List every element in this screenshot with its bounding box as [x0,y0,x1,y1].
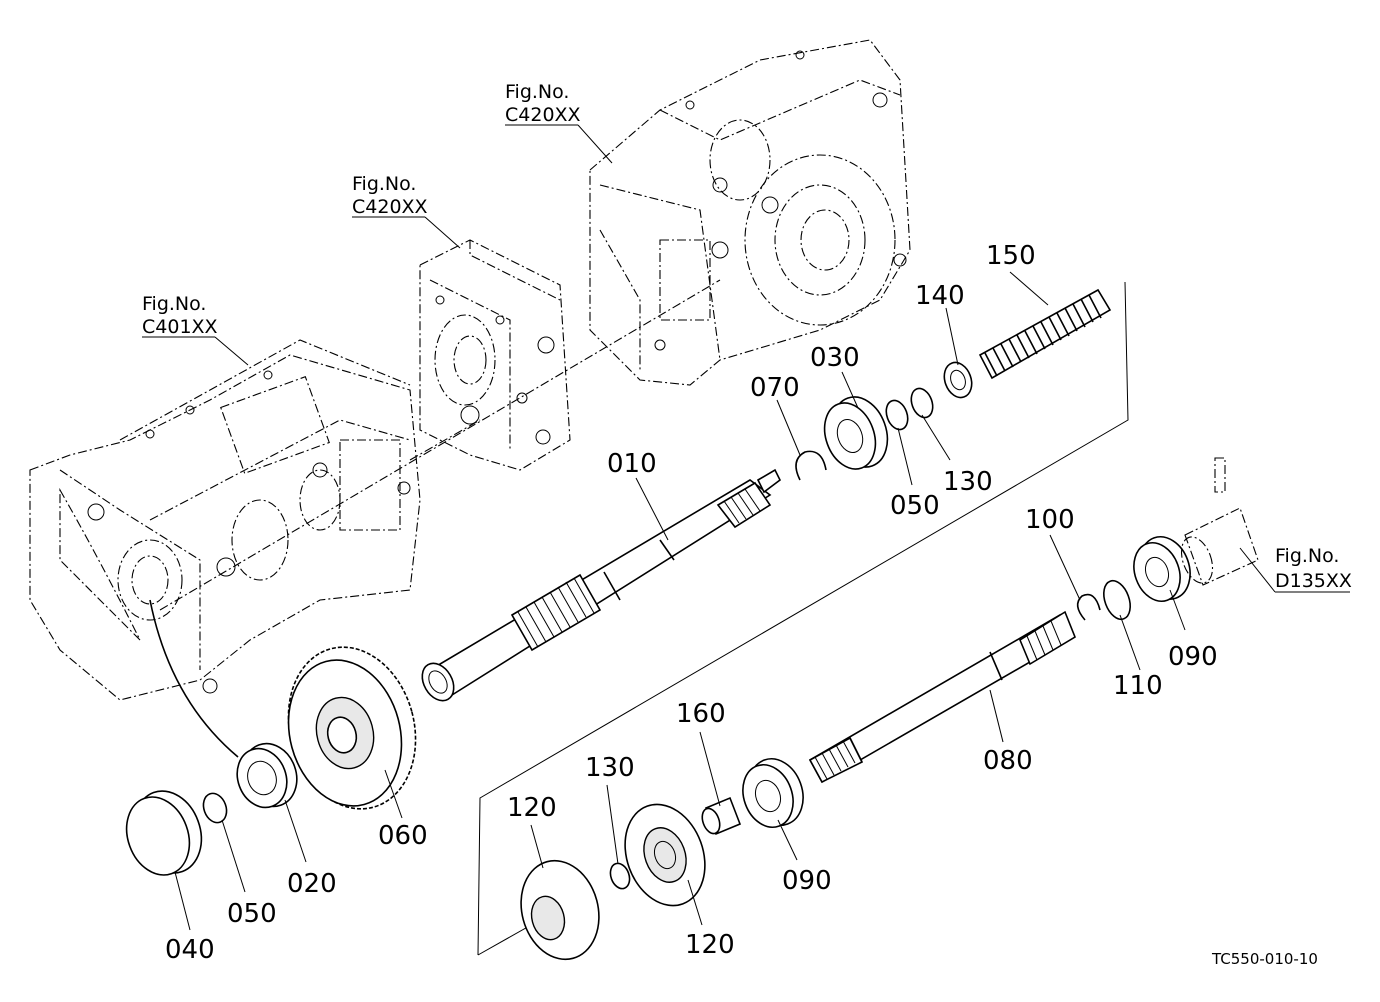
bearing-020 [236,742,298,809]
snap-ring-130-upper [910,387,934,419]
part-label-130-upper: 130 [943,467,993,497]
part-label-130-lower: 130 [585,753,635,783]
housing-c420-transmission-case [589,39,911,386]
figure-ref-c420-middle: Fig.No. C420XX [352,173,428,218]
part-label-050-upper: 050 [890,491,940,521]
snap-ring-050-upper [885,399,909,431]
part-label-060: 060 [378,821,428,851]
figure-ref-code: C420XX [352,196,428,218]
housing-c401-clutch-case [29,339,421,701]
part-label-090-upper: 090 [1168,642,1218,672]
figure-ref-title: Fig.No. [1275,545,1339,567]
drawing-code: TC550-010-10 [1211,950,1318,968]
snap-ring-050-lower [202,792,228,824]
figure-ref-title: Fig.No. [352,173,416,195]
part-label-160: 160 [676,699,726,729]
cap-040 [125,790,203,876]
part-label-100: 100 [1025,505,1075,535]
spring-150 [978,288,1112,380]
part-label-150: 150 [986,241,1036,271]
collar-140 [943,361,973,399]
part-label-120-left: 120 [507,793,557,823]
part-label-030: 030 [810,343,860,373]
part-label-040: 040 [165,935,215,965]
part-labels: 150 140 030 070 130 010 050 100 090 110 … [165,241,1218,965]
part-label-110: 110 [1113,671,1163,701]
part-label-080: 080 [983,746,1033,776]
figure-ref-code: D135XX [1275,570,1352,592]
sleeve-160 [701,796,742,836]
part-label-090-lower: 090 [782,866,832,896]
bearing-030 [823,396,889,470]
gear-060 [287,646,417,810]
part-label-020: 020 [287,869,337,899]
figure-ref-c420-upper: Fig.No. C420XX [505,81,581,126]
bearing-090-lower [742,758,804,828]
figure-ref-code: C420XX [505,104,581,126]
counter-shaft-080 [808,610,1076,784]
main-shaft-010 [421,468,782,702]
housing-c420-mid-case [419,239,571,471]
figure-ref-d135: Fig.No. D135XX [1275,545,1352,592]
snap-ring-130-lower [609,862,631,890]
part-label-120-right: 120 [685,930,735,960]
part-label-010: 010 [607,449,657,479]
reference-leaders [142,124,1350,956]
thrust-plate-120-right [624,803,706,907]
figure-ref-c401: Fig.No. C401XX [142,293,218,338]
part-label-070: 070 [750,373,800,403]
part-label-050-lower: 050 [227,899,277,929]
part-label-140: 140 [915,281,965,311]
coupling-d135 [1180,457,1259,586]
ring-110 [1103,579,1131,621]
part-label-leaders [174,271,1186,931]
wire-ring-070 [795,450,827,481]
figure-ref-title: Fig.No. [142,293,206,315]
figure-ref-code: C401XX [142,316,218,338]
thrust-plate-120-left [520,859,600,961]
snap-ring-100 [1076,593,1101,621]
bearing-090-upper [1133,536,1191,602]
figure-ref-title: Fig.No. [505,81,569,103]
